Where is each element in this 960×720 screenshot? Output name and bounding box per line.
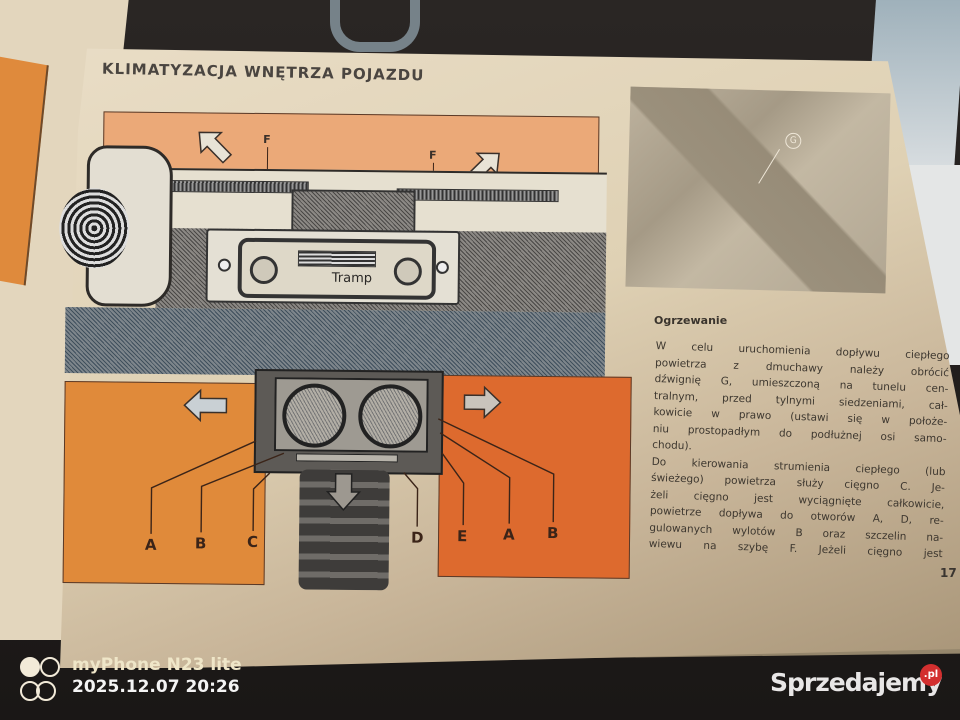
leader-lines: [150, 418, 555, 534]
site-domain-badge: .pl: [920, 664, 942, 686]
dashboard-diagram: F F Tramp A B C D: [58, 109, 632, 592]
camera-model: myPhone N23 lite: [72, 655, 242, 675]
photo-tunnel-shadow: [625, 86, 891, 294]
page-number: 17: [940, 566, 957, 580]
dot-outline-icon: [40, 657, 60, 677]
arrow-right-icon: [463, 385, 502, 420]
heater-lever-photo: G: [625, 86, 891, 294]
infinity-right-icon: [36, 681, 56, 701]
arrow-left-icon: [183, 388, 228, 423]
section-body: W celu uruchomienia dopływu ciepłego pow…: [649, 338, 950, 563]
dot-filled-icon: [20, 657, 40, 677]
left-page-illustration: [0, 54, 49, 286]
site-watermark: Sprzedajemy: [770, 668, 942, 697]
background-logo-fragment: [330, 0, 420, 52]
section-heading: Ogrzewanie: [654, 314, 728, 327]
photo-timestamp: 2025.12.07 20:26: [72, 677, 240, 697]
arrow-down-icon: [325, 473, 362, 512]
arrow-up-left-icon: [198, 131, 233, 164]
